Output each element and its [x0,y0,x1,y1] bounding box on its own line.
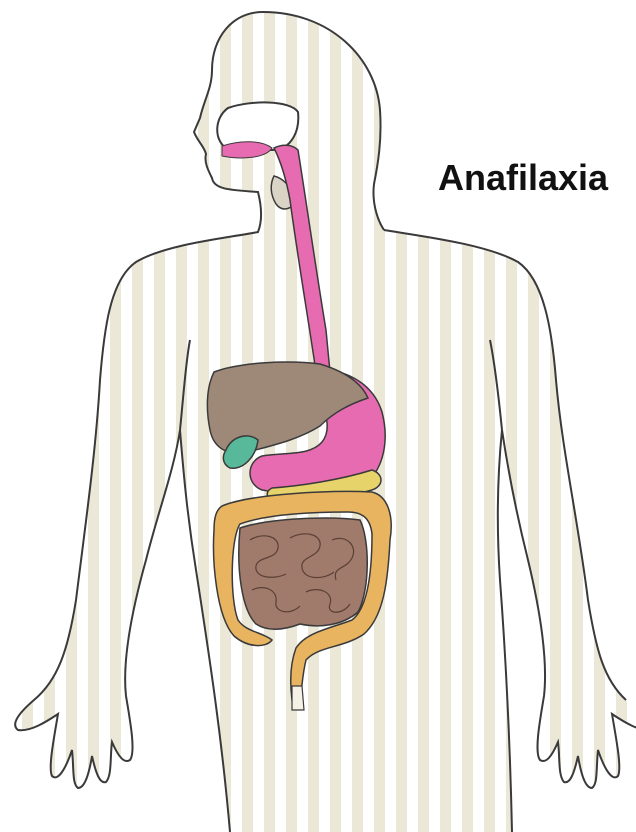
page-title: Anafilaxia [438,154,608,202]
rectum [292,686,304,710]
